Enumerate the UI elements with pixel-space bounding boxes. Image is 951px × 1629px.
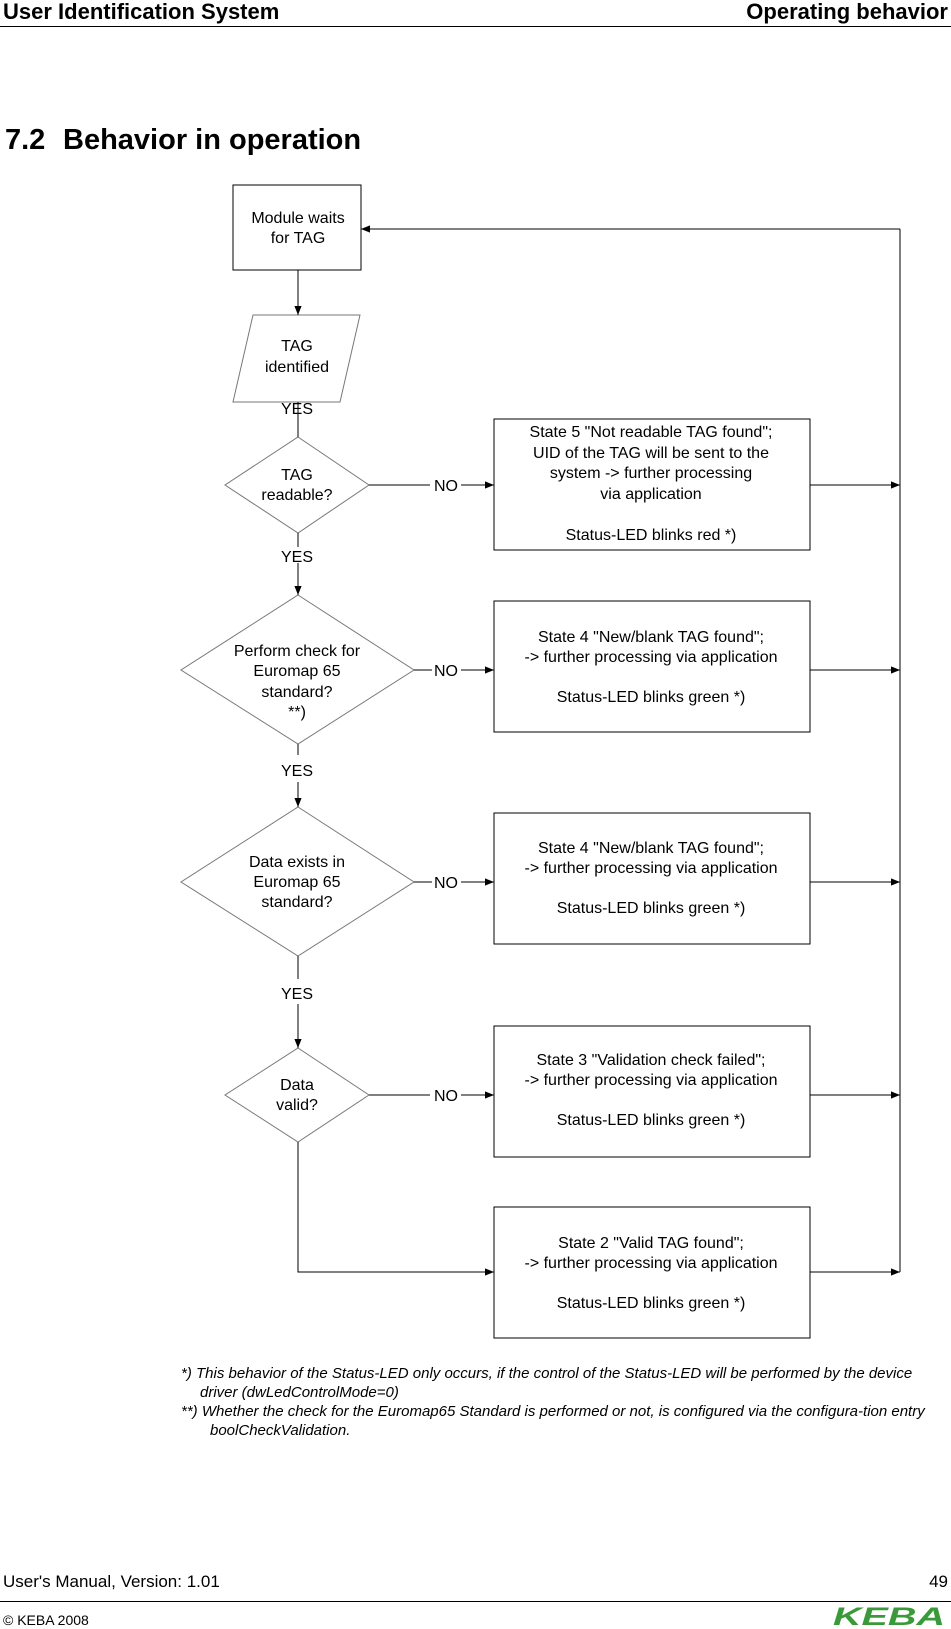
tag-identified-shape <box>232 314 361 403</box>
connectors <box>294 225 901 1276</box>
footer-rule <box>0 1601 951 1602</box>
footer-page-number: 49 <box>929 1572 948 1591</box>
yes-label-readable: YES <box>281 549 313 566</box>
state3-text: State 3 "Validation check failed";-> fur… <box>524 1052 777 1129</box>
start-box <box>232 184 362 271</box>
section-number: 7.2 <box>5 124 46 156</box>
keba-logo: KEBA <box>833 1604 945 1628</box>
section-title: Behavior in operation <box>63 124 362 156</box>
state4b-text: State 4 "New/blank TAG found";-> further… <box>524 840 777 917</box>
data-valid-decision <box>224 1047 370 1143</box>
no-label-check: NO <box>434 663 458 680</box>
tag-readable-decision <box>224 436 370 534</box>
footer-copyright: © KEBA 2008 <box>3 1612 89 1628</box>
header-chapter: Operating behavior <box>746 0 948 24</box>
yes-label-exists: YES <box>281 986 313 1003</box>
footnote-check: **) Whether the check for the Euromap65 … <box>181 1403 925 1439</box>
svg-text:KEBA: KEBA <box>833 1604 945 1628</box>
footnote-led: *) This behavior of the Status-LED only … <box>181 1365 913 1401</box>
no-label-readable: NO <box>434 478 458 495</box>
footer-manual-version: User's Manual, Version: 1.01 <box>3 1572 220 1591</box>
no-label-valid: NO <box>434 1088 458 1105</box>
no-label-exists: NO <box>434 875 458 892</box>
yes-label-check: YES <box>281 763 313 780</box>
state5-text: State 5 "Not readable TAG found";UID of … <box>530 424 773 544</box>
yes-label-identified: YES <box>281 401 313 418</box>
header-rule <box>0 26 951 27</box>
footnotes: *) This behavior of the Status-LED only … <box>181 1364 951 1440</box>
state5-box <box>493 418 811 551</box>
state2-box <box>493 1206 811 1339</box>
section-heading: 7.2 Behavior in operation <box>5 124 361 157</box>
header-title: User Identification System <box>3 0 280 24</box>
state4a-text: State 4 "New/blank TAG found";-> further… <box>524 629 777 706</box>
state4b-box <box>493 812 811 945</box>
state3-box <box>493 1025 811 1158</box>
state2-text: State 2 "Valid TAG found";-> further pro… <box>524 1235 777 1312</box>
state4a-box <box>493 600 811 733</box>
